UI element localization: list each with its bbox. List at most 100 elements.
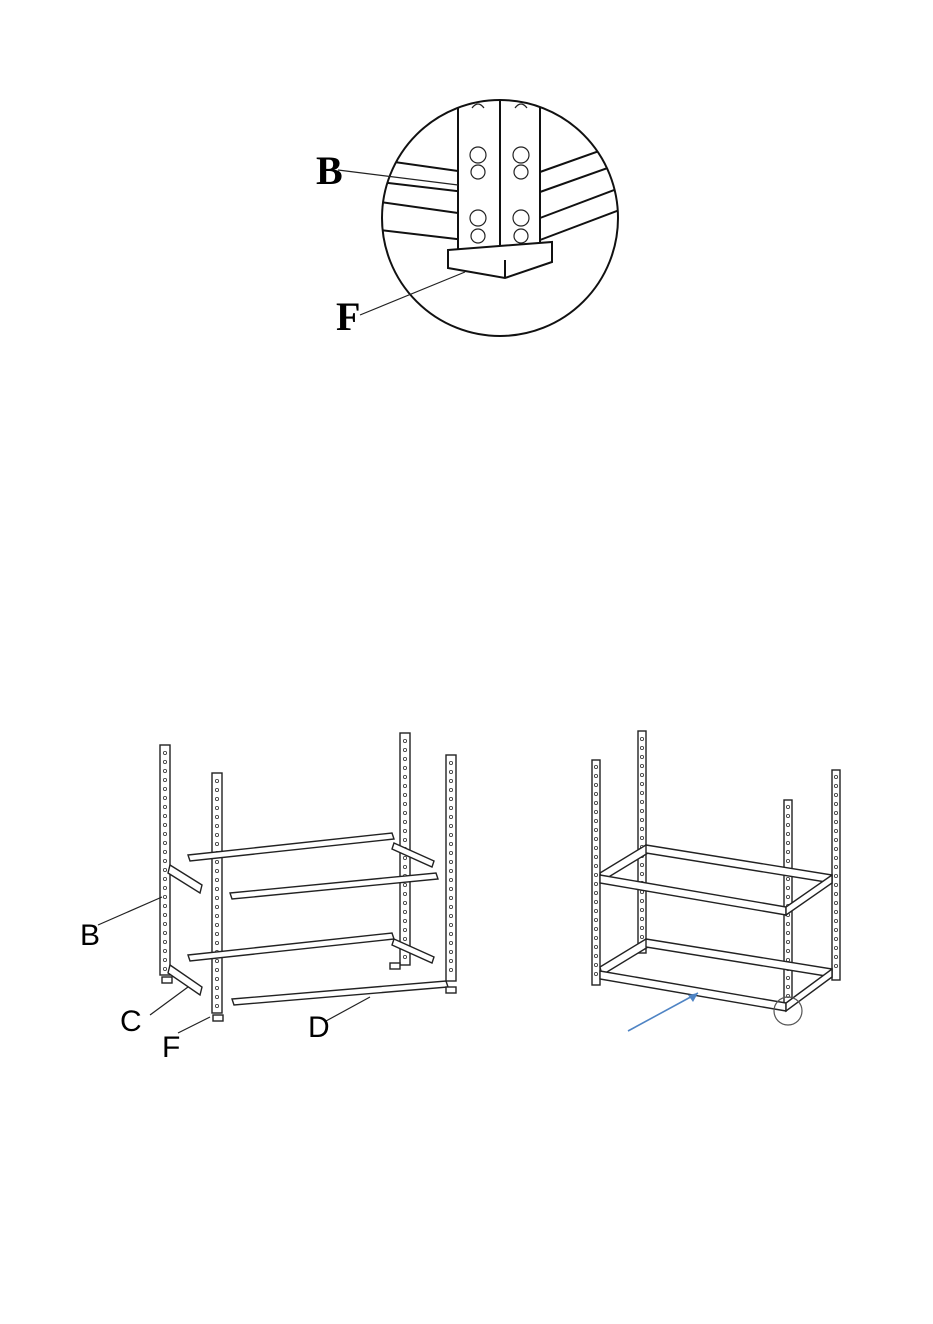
assembly-figure: B C F D — [70, 725, 480, 1065]
upright-hole — [640, 827, 643, 830]
upright-hole — [403, 919, 406, 922]
label-b2: B — [80, 919, 100, 952]
upright-hole — [215, 842, 218, 845]
upright-hole — [786, 985, 789, 988]
upright-hole — [215, 914, 218, 917]
upright-hole — [640, 872, 643, 875]
upright-hole — [163, 868, 166, 871]
upright-hole — [403, 838, 406, 841]
upright-hole — [640, 800, 643, 803]
label-b: B — [316, 148, 343, 193]
upright-hole — [786, 877, 789, 880]
upright-hole — [786, 805, 789, 808]
upright-hole — [834, 865, 837, 868]
upright-hole — [163, 841, 166, 844]
upright-hole — [640, 818, 643, 821]
upright-hole — [215, 995, 218, 998]
upright-hole — [594, 819, 597, 822]
upright-hole — [403, 910, 406, 913]
upright-hole — [163, 832, 166, 835]
upright-hole — [640, 809, 643, 812]
upright-hole — [640, 764, 643, 767]
upright-hole — [215, 977, 218, 980]
upright-hole — [163, 814, 166, 817]
upright-hole — [403, 802, 406, 805]
upright-hole — [594, 855, 597, 858]
upright-hole — [449, 842, 452, 845]
upright-hole — [594, 909, 597, 912]
upright-hole — [403, 856, 406, 859]
upright-hole — [215, 779, 218, 782]
upright-post — [458, 90, 540, 260]
upright-hole — [786, 895, 789, 898]
upright-hole — [215, 896, 218, 899]
upright-hole — [403, 892, 406, 895]
upright-hole — [594, 945, 597, 948]
upright-hole — [594, 801, 597, 804]
upright-hole — [449, 851, 452, 854]
upright-hole — [449, 833, 452, 836]
upright-hole — [449, 968, 452, 971]
upright-hole — [449, 806, 452, 809]
upright-hole — [449, 959, 452, 962]
upright-hole — [640, 836, 643, 839]
upright-hole — [449, 905, 452, 908]
detail-figure: B F — [290, 80, 635, 365]
upright-hole — [403, 775, 406, 778]
upright-hole — [215, 833, 218, 836]
upright-hole — [834, 874, 837, 877]
upright-hole — [834, 829, 837, 832]
upright-hole — [215, 860, 218, 863]
upright-hole — [594, 783, 597, 786]
upright-hole — [215, 968, 218, 971]
upright-hole — [786, 949, 789, 952]
upright-hole — [449, 941, 452, 944]
upright-hole — [834, 901, 837, 904]
upright-hole — [449, 950, 452, 953]
upright-hole — [163, 805, 166, 808]
upright-hole — [594, 954, 597, 957]
label-f2: F — [162, 1031, 180, 1064]
upright-hole — [215, 959, 218, 962]
upright-hole — [403, 883, 406, 886]
label-f: F — [336, 294, 360, 339]
upright-hole — [640, 737, 643, 740]
upright-hole — [163, 751, 166, 754]
upright-hole — [403, 748, 406, 751]
upright-hole — [403, 820, 406, 823]
upright-hole — [163, 760, 166, 763]
upright-hole — [594, 873, 597, 876]
upright-hole — [449, 869, 452, 872]
upright-hole — [449, 824, 452, 827]
upright-hole — [640, 863, 643, 866]
upright-hole — [215, 824, 218, 827]
upright-hole — [834, 910, 837, 913]
upright-hole — [449, 860, 452, 863]
upright-hole — [215, 869, 218, 872]
upright-hole — [786, 976, 789, 979]
upright-hole — [163, 886, 166, 889]
upright-hole — [786, 859, 789, 862]
upright-hole — [215, 923, 218, 926]
upright-hole — [786, 832, 789, 835]
leader-f2 — [178, 1017, 210, 1033]
upright-hole — [403, 937, 406, 940]
upright-hole — [163, 859, 166, 862]
upright-hole — [786, 922, 789, 925]
upright-hole — [163, 967, 166, 970]
upright-hole — [403, 739, 406, 742]
upright-hole — [163, 949, 166, 952]
upright-hole — [594, 846, 597, 849]
upright-hole — [449, 815, 452, 818]
upright-hole — [834, 892, 837, 895]
upright-hole — [163, 922, 166, 925]
upright-hole — [834, 784, 837, 787]
upright-hole — [215, 878, 218, 881]
upright-hole — [834, 928, 837, 931]
upright-hole — [403, 793, 406, 796]
upright-hole — [834, 820, 837, 823]
upright-hole — [834, 847, 837, 850]
upright-hole — [640, 926, 643, 929]
upright-hole — [163, 796, 166, 799]
upright-hole — [215, 815, 218, 818]
